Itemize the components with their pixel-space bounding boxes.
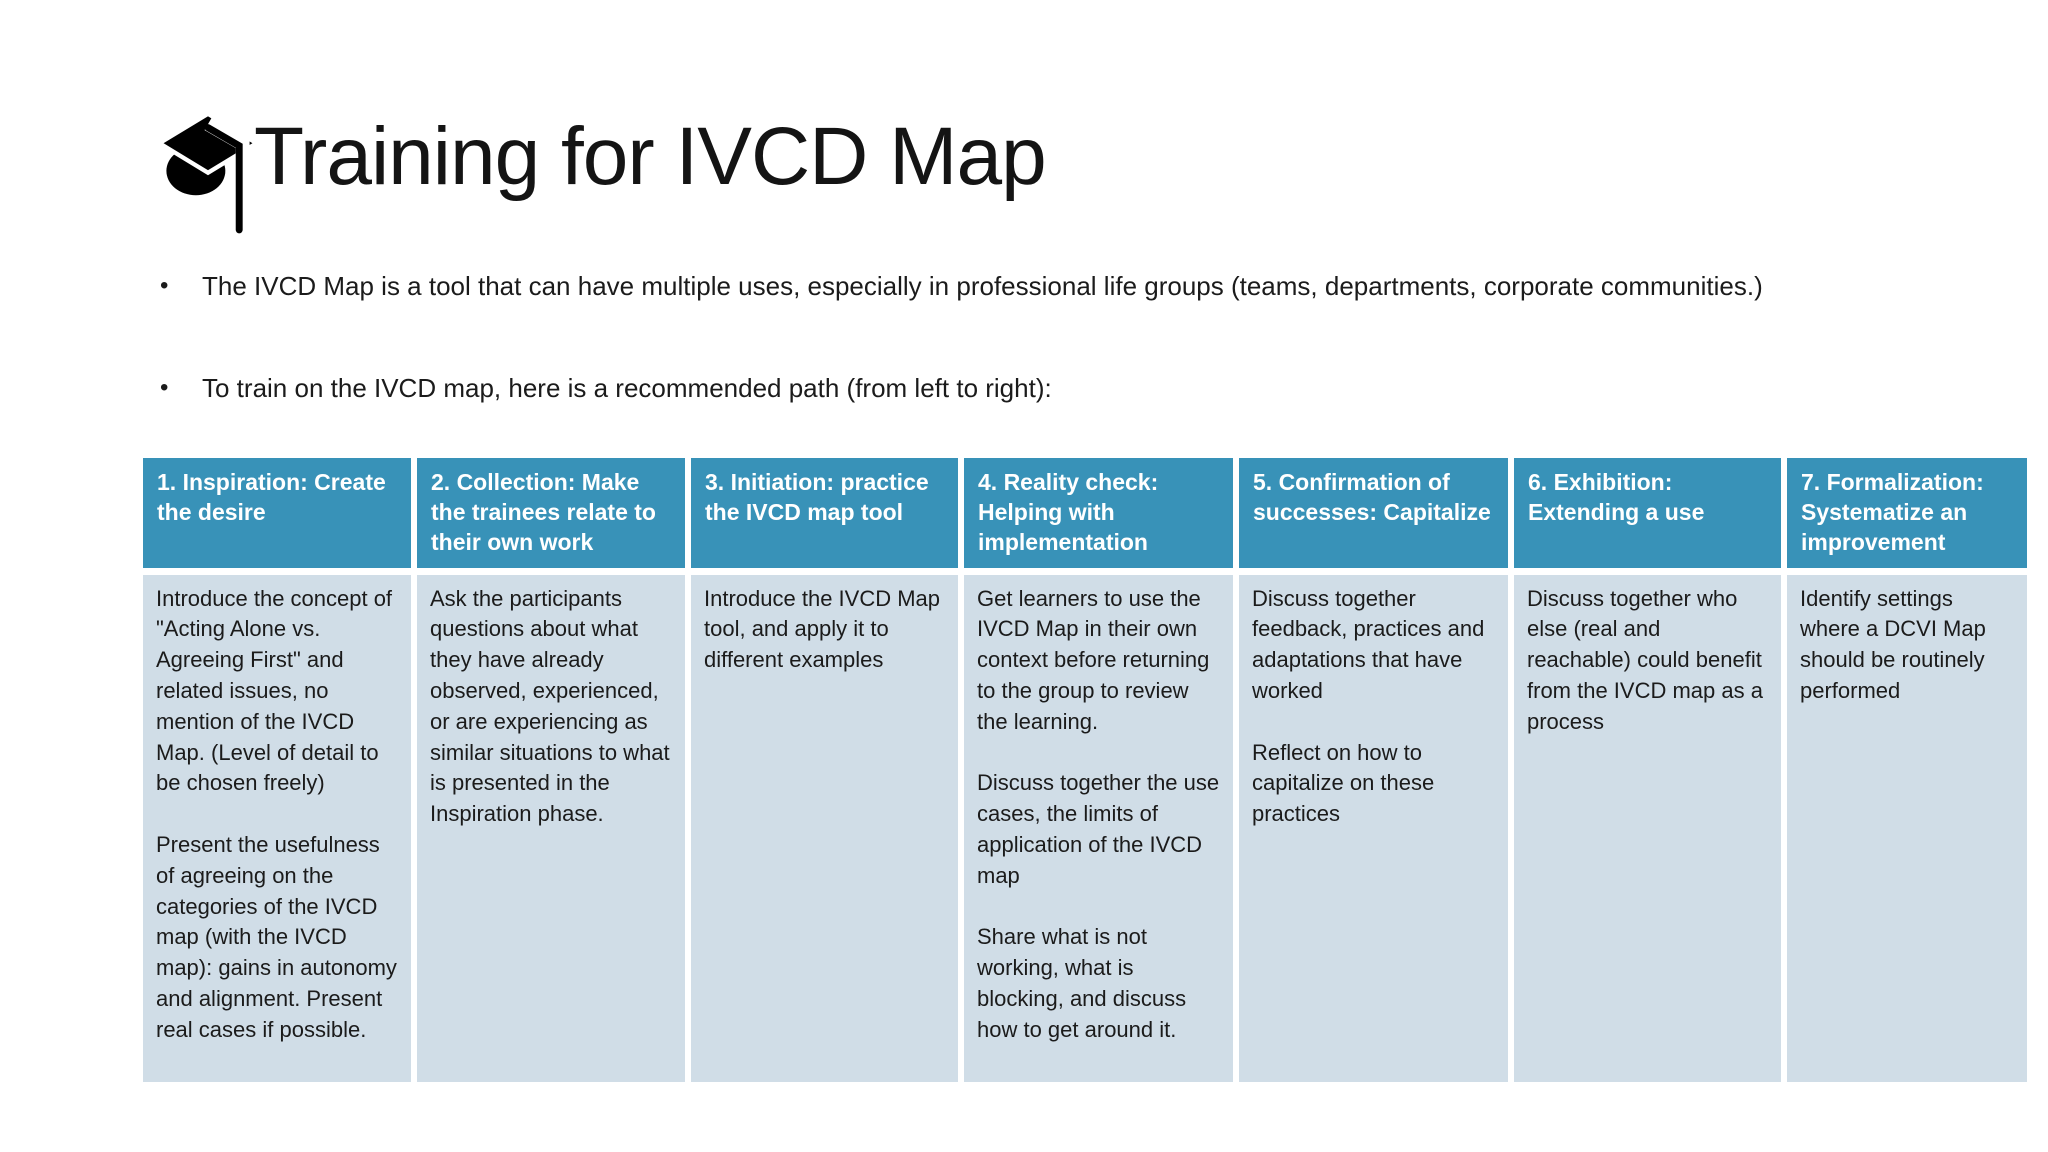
table-body-cell: Introduce the concept of "Acting Alone v… xyxy=(143,574,417,1082)
page-title: Training for IVCD Map xyxy=(254,111,1047,202)
title-row: Training for IVCD Map xyxy=(156,98,1047,256)
bullet-text: To train on the IVCD map, here is a reco… xyxy=(202,373,1052,403)
training-path-table: 1. Inspiration: Create the desire 2. Col… xyxy=(143,458,2027,1082)
table-header-cell: 3. Initiation: practice the IVCD map too… xyxy=(691,458,964,575)
table-header-cell: 6. Exhibition: Extending a use xyxy=(1514,458,1787,575)
table-body-cell: Discuss together who else (real and reac… xyxy=(1514,574,1787,1082)
table-header-cell: 2. Collection: Make the trainees relate … xyxy=(417,458,691,575)
bullet-item: • To train on the IVCD map, here is a re… xyxy=(160,370,1970,406)
table-body-row: Introduce the concept of "Acting Alone v… xyxy=(143,574,2027,1082)
table-header-cell: 5. Confirmation of successes: Capitalize xyxy=(1239,458,1514,575)
bullet-text: The IVCD Map is a tool that can have mul… xyxy=(202,271,1763,301)
graduation-cap-icon xyxy=(156,111,260,234)
bullet-item: • The IVCD Map is a tool that can have m… xyxy=(160,268,1970,304)
bullet-list: • The IVCD Map is a tool that can have m… xyxy=(160,268,1970,472)
table-body-cell: Identify settings where a DCVI Map shoul… xyxy=(1787,574,2027,1082)
table-body-cell: Ask the participants questions about wha… xyxy=(417,574,691,1082)
table-body-cell: Discuss together feedback, practices and… xyxy=(1239,574,1514,1082)
bullet-marker: • xyxy=(160,374,169,401)
table-header-cell: 1. Inspiration: Create the desire xyxy=(143,458,417,575)
table-body-cell: Introduce the IVCD Map tool, and apply i… xyxy=(691,574,964,1082)
table-header-cell: 7. Formalization: Systematize an improve… xyxy=(1787,458,2027,575)
bullet-marker: • xyxy=(160,272,169,299)
table-header-row: 1. Inspiration: Create the desire 2. Col… xyxy=(143,458,2027,575)
table-header-cell: 4. Reality check: Helping with implement… xyxy=(964,458,1239,575)
table-body-cell: Get learners to use the IVCD Map in thei… xyxy=(964,574,1239,1082)
